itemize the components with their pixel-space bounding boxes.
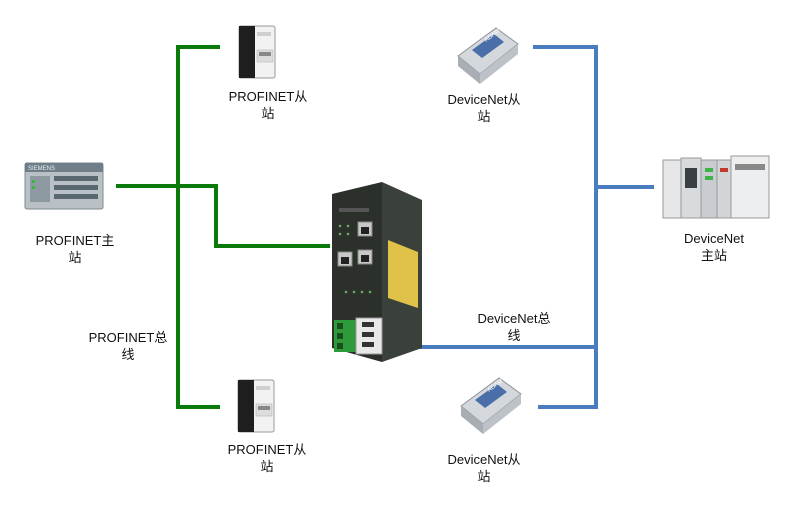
devicenet-bus-lines [393, 45, 654, 409]
profinet-slave-bottom-device [237, 379, 275, 433]
profinet-slave-top-device [238, 25, 276, 79]
profinet-slave-bottom-label-line2: 站 [260, 459, 274, 474]
devicenet-master-plc [662, 155, 770, 219]
profinet-master-plc: SIEMENS [24, 162, 104, 210]
profinet-master-label-line1: PROFINET主 [35, 233, 115, 248]
terminal-block [334, 317, 383, 355]
profinet-bus-label: PROFINET总 线 [80, 329, 176, 363]
profinet-master-label-line2: 站 [68, 250, 82, 265]
profinet-bus-lines [116, 45, 330, 409]
devicenet-slave-top-label: DeviceNet从 站 [434, 91, 534, 125]
devicenet-slave-top-device: ADAM [457, 27, 519, 84]
profinet-slave-top-label-line1: PROFINET从 [228, 89, 308, 104]
devicenet-slave-top-label-line1: DeviceNet从 [447, 92, 521, 107]
devicenet-slave-bottom-label-line2: 站 [477, 469, 491, 484]
profinet-slave-top-label: PROFINET从 站 [218, 88, 318, 122]
profinet-branch-master [116, 184, 330, 248]
devicenet-bus-label: DeviceNet总 线 [464, 310, 564, 344]
profinet-bus-label-line1: PROFINET总 [88, 330, 168, 345]
devicenet-bus-label-line2: 线 [507, 328, 521, 343]
profinet-slave-bottom-label: PROFINET从 站 [217, 441, 317, 475]
protocol-gateway [332, 182, 422, 362]
devicenet-master-label: DeviceNet 主站 [664, 230, 764, 264]
devicenet-master-label-line2: 主站 [700, 248, 727, 263]
gateway-label-plate [388, 240, 418, 308]
profinet-bus-label-line2: 线 [121, 347, 135, 362]
plc-brand-text: SIEMENS [28, 166, 55, 172]
devicenet-bus-label-line1: DeviceNet总 [477, 311, 551, 326]
devicenet-slave-bottom-device: ADAM [460, 377, 522, 434]
devicenet-slave-bottom-label-line1: DeviceNet从 [447, 452, 521, 467]
profinet-master-label: PROFINET主 站 [30, 232, 120, 266]
profinet-slave-top-label-line2: 站 [261, 106, 275, 121]
devicenet-slave-bottom-label: DeviceNet从 站 [434, 451, 534, 485]
profinet-slave-bottom-label-line1: PROFINET从 [227, 442, 307, 457]
devicenet-master-label-line1: DeviceNet [684, 231, 744, 246]
devicenet-slave-top-label-line2: 站 [477, 109, 491, 124]
